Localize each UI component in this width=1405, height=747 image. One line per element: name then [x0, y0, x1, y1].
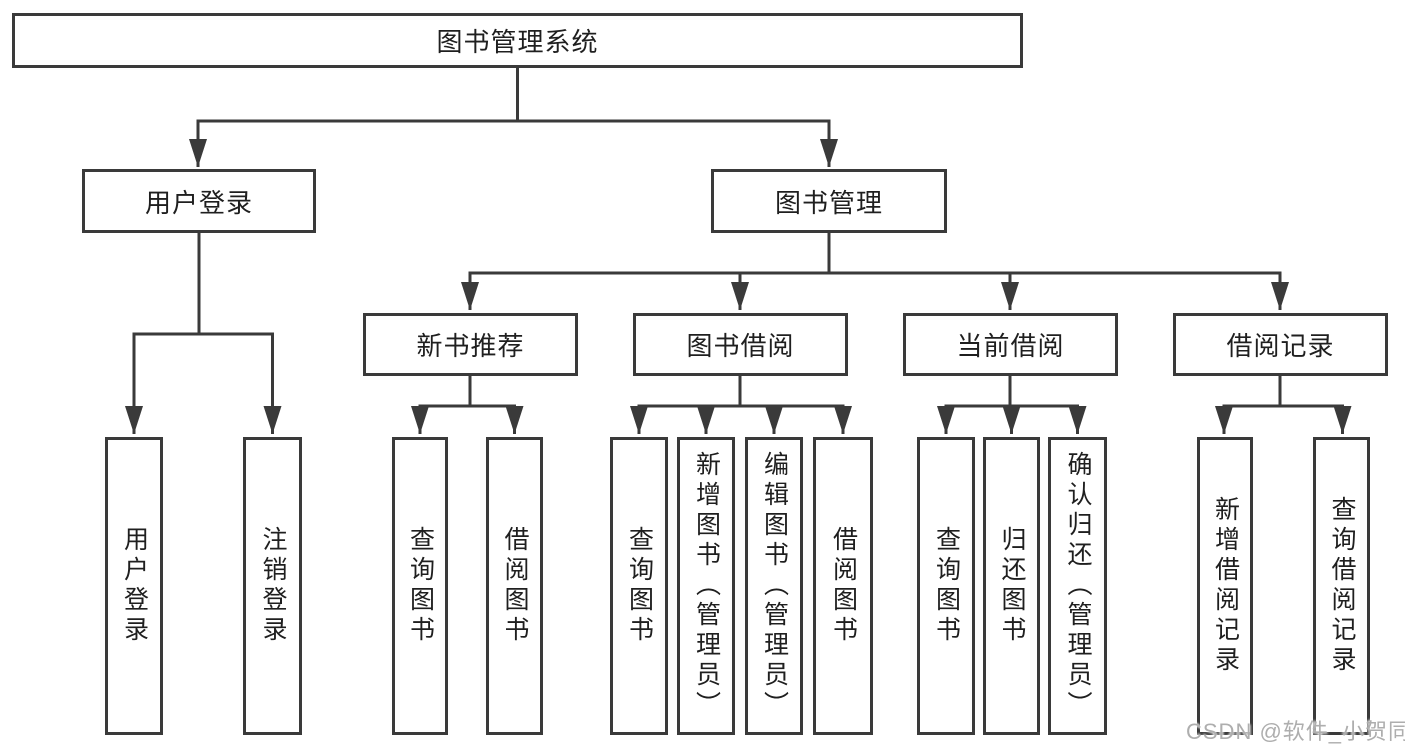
node-current-borrowing-label: 当前借阅	[956, 331, 1065, 361]
node-book-management: 图书管理	[711, 169, 947, 233]
leaf-query-borrow-record-label: 查询借阅记录	[1328, 496, 1356, 676]
leaf-borrow-books-recommend-label: 借阅图书	[501, 526, 529, 646]
connector-userlogin-branch	[132, 233, 274, 336]
node-new-book-recommend: 新书推荐	[363, 313, 578, 376]
leaf-query-books-current-label: 查询图书	[932, 526, 961, 646]
leaf-add-borrow-record: 新增借阅记录	[1197, 437, 1253, 735]
connector-newbook-branch	[418, 376, 516, 408]
leaf-edit-book-admin-label: 编辑图书（管理员）	[760, 451, 789, 721]
node-book-borrowing: 图书借阅	[633, 313, 848, 376]
leaf-add-borrow-record-label: 新增借阅记录	[1211, 496, 1240, 676]
node-root: 图书管理系统	[12, 13, 1023, 68]
node-user-login: 用户登录	[82, 169, 316, 233]
node-user-login-label: 用户登录	[144, 187, 253, 218]
connector-bookmgmt-branch	[468, 233, 1282, 275]
leaf-user-login: 用户登录	[105, 437, 163, 735]
csdn-watermark: CSDN @软件_小贺同学	[1186, 719, 1405, 744]
leaf-logout-label: 注销登录	[259, 526, 287, 646]
leaf-confirm-return-admin: 确认归还（管理员）	[1048, 437, 1107, 735]
node-book-management-label: 图书管理	[774, 187, 883, 218]
leaf-return-book: 归还图书	[983, 437, 1040, 735]
leaf-borrow-books: 借阅图书	[813, 437, 873, 735]
leaf-add-book-admin-label: 新增图书（管理员）	[692, 451, 721, 721]
leaf-query-books-borrowing: 查询图书	[610, 437, 668, 735]
connector-borrowing-branch	[637, 376, 845, 408]
leaf-return-book-label: 归还图书	[998, 526, 1026, 646]
leaf-query-borrow-record: 查询借阅记录	[1313, 437, 1370, 735]
connector-current-branch	[944, 376, 1079, 408]
leaf-query-books-recommend-label: 查询图书	[406, 526, 435, 646]
node-new-book-recommend-label: 新书推荐	[416, 331, 525, 361]
leaf-borrow-books-recommend: 借阅图书	[486, 437, 543, 735]
leaf-edit-book-admin: 编辑图书（管理员）	[745, 437, 803, 735]
node-root-label: 图书管理系统	[436, 27, 599, 57]
leaf-query-books-borrowing-label: 查询图书	[625, 526, 654, 646]
connector-root-branch	[196, 66, 831, 123]
leaf-borrow-books-label: 借阅图书	[829, 526, 858, 646]
leaf-query-books-current: 查询图书	[917, 437, 975, 735]
node-borrow-records: 借阅记录	[1173, 313, 1388, 376]
connector-records-branch	[1222, 376, 1344, 408]
node-current-borrowing: 当前借阅	[903, 313, 1118, 376]
leaf-user-login-label: 用户登录	[120, 526, 149, 646]
leaf-query-books-recommend: 查询图书	[392, 437, 448, 735]
leaf-logout: 注销登录	[243, 437, 302, 735]
leaf-add-book-admin: 新增图书（管理员）	[677, 437, 735, 735]
leaf-confirm-return-admin-label: 确认归还（管理员）	[1064, 451, 1092, 721]
node-borrow-records-label: 借阅记录	[1226, 331, 1335, 361]
node-book-borrowing-label: 图书借阅	[686, 331, 795, 361]
